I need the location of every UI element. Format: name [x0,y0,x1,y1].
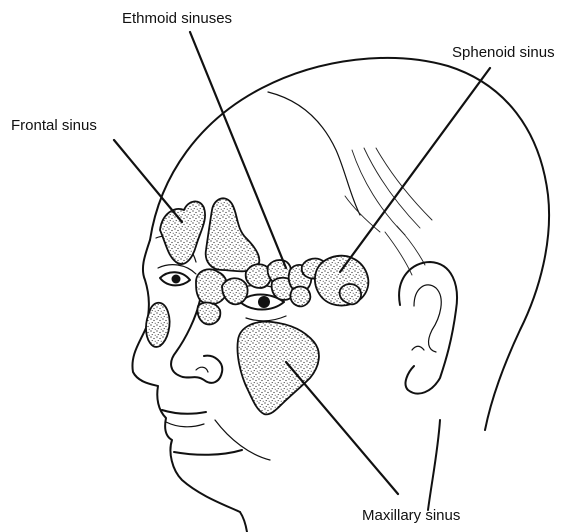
sinus-shapes [146,198,368,414]
hairline [268,92,360,215]
ethmoid-sinus-2 [197,303,220,325]
ethmoid-sinus-8 [290,287,310,307]
mouth [162,410,206,414]
frontal-leader [114,140,182,222]
sphenoid-leader [340,68,490,272]
jaw-line [174,450,242,455]
sphenoid-label: Sphenoid sinus [452,44,555,61]
maxillary-label: Maxillary sinus [362,507,460,524]
sphenoid-sinus-lower [340,284,361,304]
maxillary-sinus-right [237,322,318,415]
maxillary-leader [286,362,398,494]
frontal-sinus-right [206,198,260,271]
ethmoid-label: Ethmoid sinuses [122,10,232,27]
ear [399,262,457,394]
neck [240,512,247,532]
maxillary-sinus-left [146,303,170,347]
frontal-sinus-left [160,201,205,264]
frontal-label: Frontal sinus [11,117,97,134]
ethmoid-sinus-3 [222,278,248,304]
